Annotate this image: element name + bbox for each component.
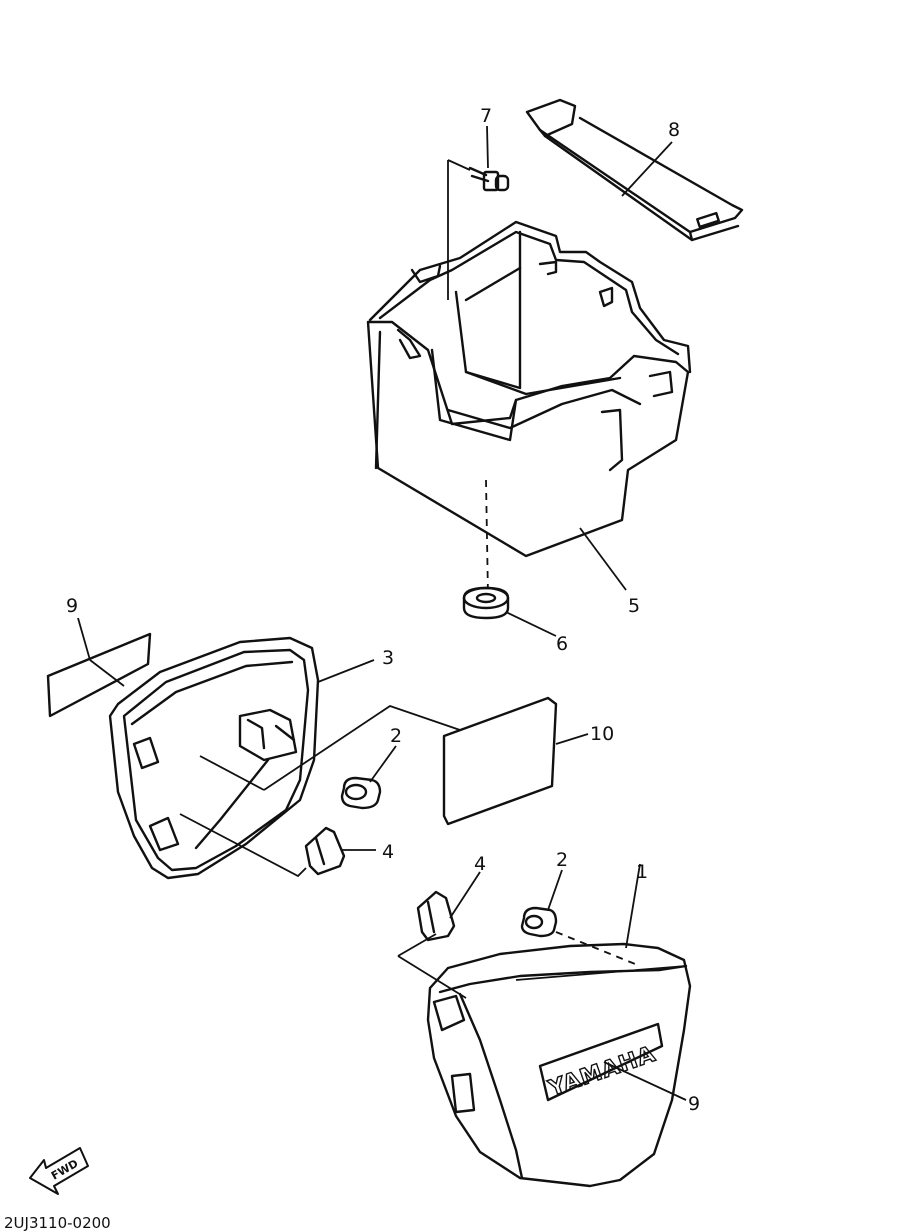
callout-7: 7	[480, 105, 492, 127]
leader-8	[621, 141, 673, 197]
leader-9b	[603, 1061, 687, 1101]
leader-9a	[77, 617, 91, 661]
callout-3: 3	[382, 647, 394, 669]
side-cover-right	[426, 942, 692, 1188]
grommet-lower	[520, 906, 558, 938]
leader-9a-b	[89, 659, 125, 687]
leader-2b	[547, 869, 563, 911]
leader-2a	[369, 745, 397, 783]
cover-guide-1	[199, 755, 265, 791]
clip-lower	[416, 890, 456, 942]
callout-4-lower: 4	[474, 853, 486, 875]
callout-1: 1	[636, 861, 648, 883]
leader-4b	[449, 871, 481, 919]
bolt	[468, 166, 510, 192]
side-cover-left	[108, 636, 320, 880]
label-left	[46, 632, 152, 718]
leader-3	[317, 659, 375, 683]
battery-band	[525, 98, 744, 242]
cover-guide-2	[263, 705, 461, 791]
callout-2-lower: 2	[556, 849, 568, 871]
leader-10	[555, 733, 589, 745]
callout-6: 6	[556, 633, 568, 655]
grommet-guide	[555, 931, 641, 967]
leader-6	[505, 611, 557, 637]
callout-4-upper: 4	[382, 841, 394, 863]
callout-8: 8	[668, 119, 680, 141]
leader-1	[625, 863, 641, 949]
callout-9-emblem: 9	[688, 1093, 700, 1115]
leader-7	[486, 125, 489, 169]
cover-guide-4	[397, 955, 467, 999]
leader-5	[579, 527, 627, 591]
cover-guide-3	[179, 813, 307, 878]
cover-guide-5	[515, 965, 687, 981]
battery-case	[366, 220, 692, 558]
fwd-arrow-icon: FWD	[29, 1147, 89, 1195]
damper	[462, 586, 510, 620]
case-mount-line	[485, 479, 489, 597]
diagram-code: 2UJ3110-0200	[4, 1214, 111, 1232]
clip-guide	[397, 933, 437, 957]
callout-10: 10	[590, 723, 614, 745]
bolt-mount-tick	[447, 159, 471, 171]
callout-9-label: 9	[66, 595, 78, 617]
grommet-upper	[340, 776, 382, 810]
clip-upper	[304, 826, 346, 876]
callout-2-upper: 2	[390, 725, 402, 747]
plate	[442, 696, 558, 826]
callout-5: 5	[628, 595, 640, 617]
